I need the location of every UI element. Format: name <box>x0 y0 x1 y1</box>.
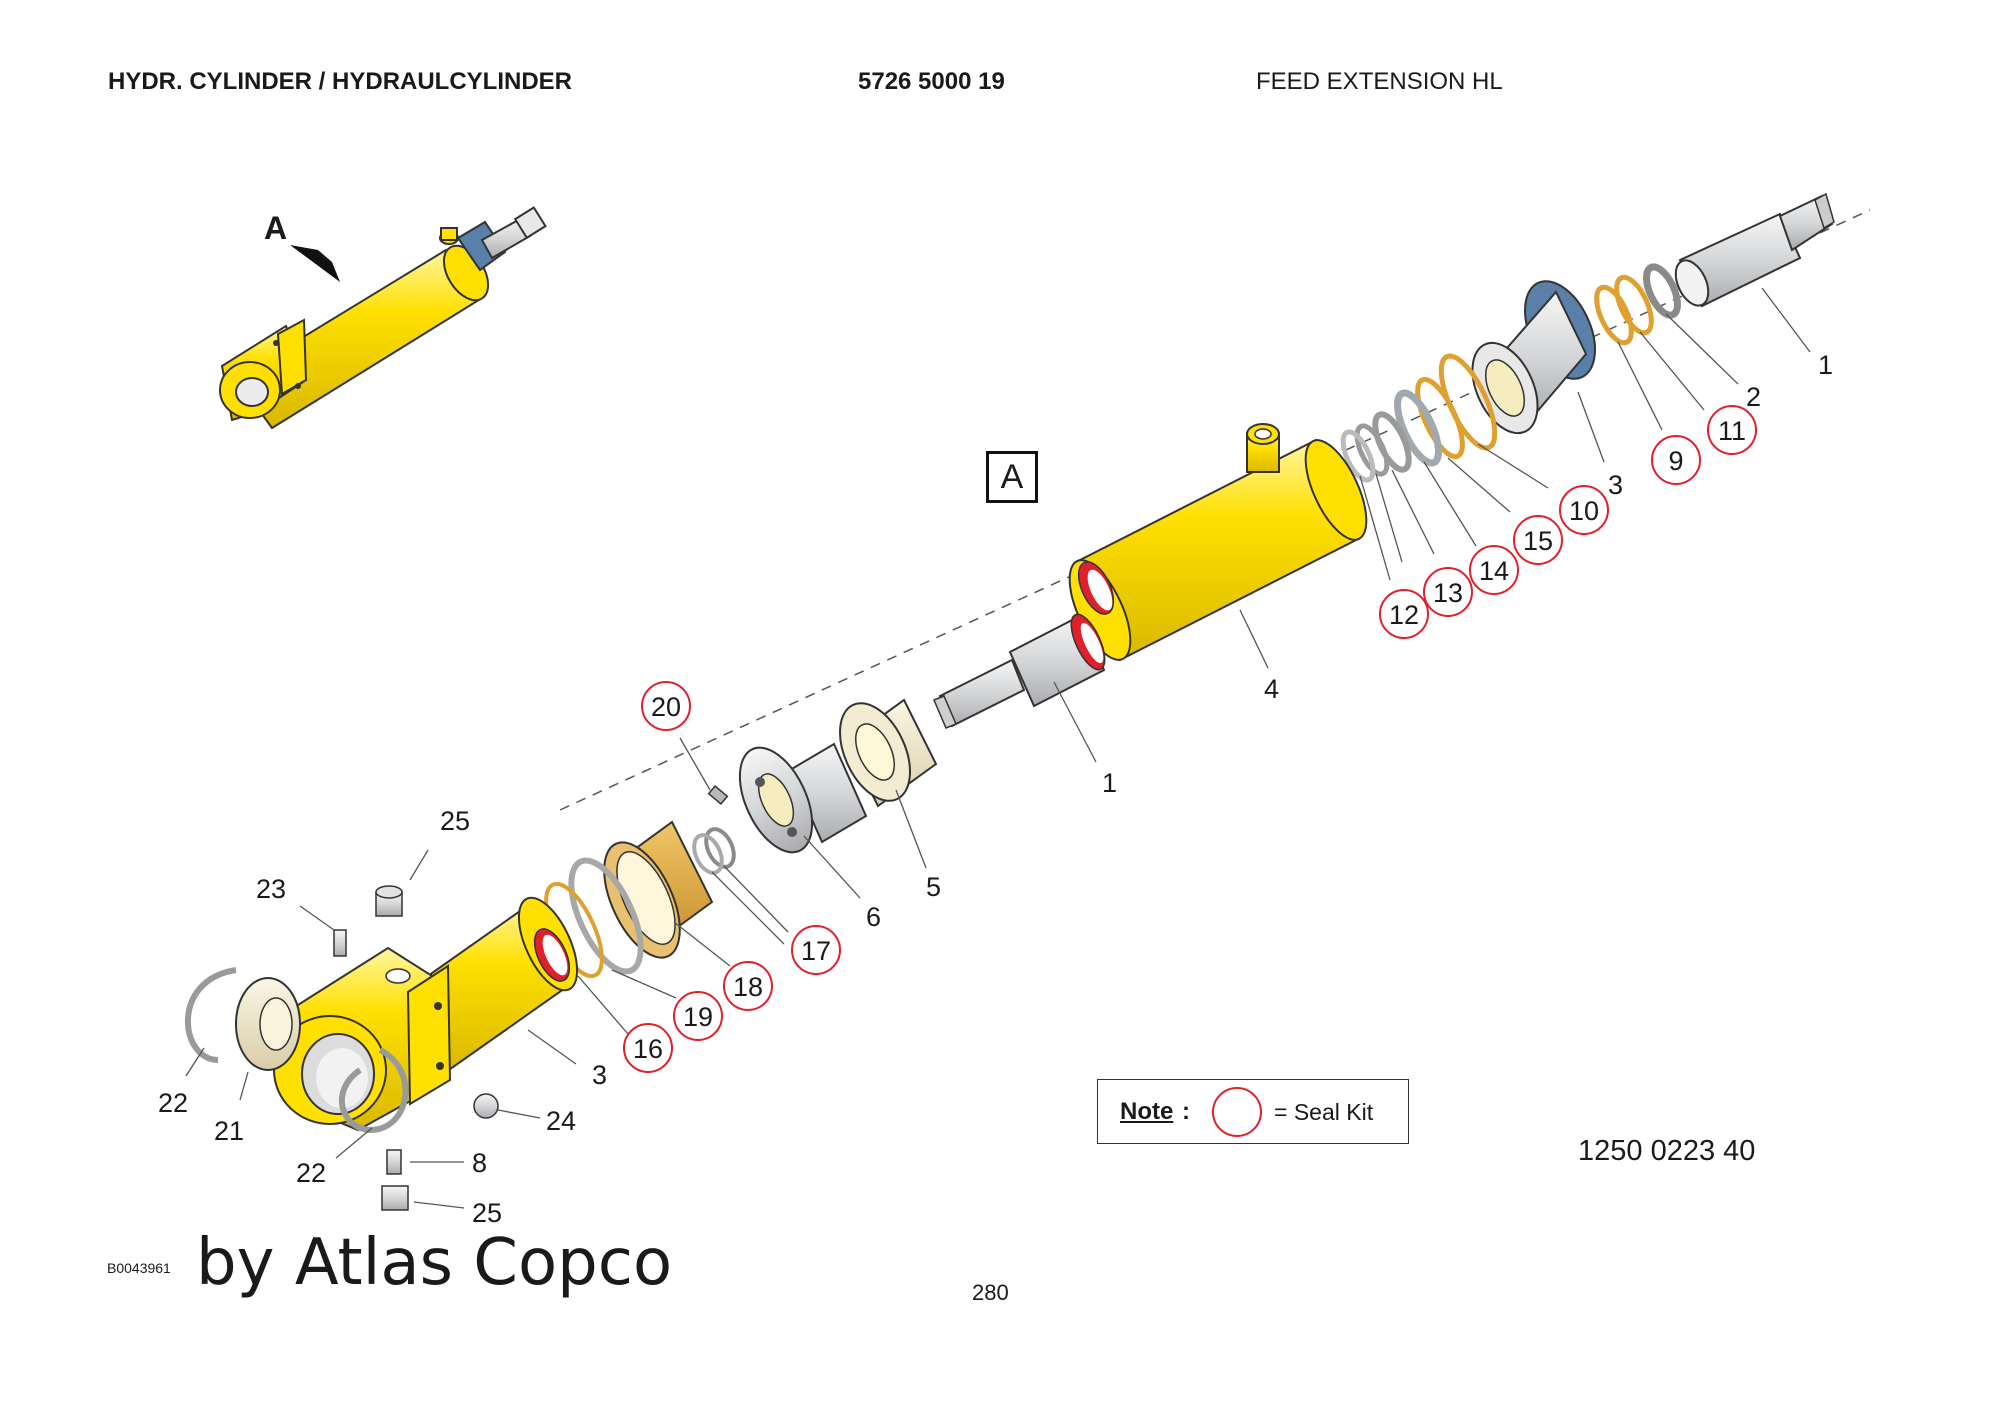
part-25-plug-top-face <box>375 885 403 899</box>
seal-callout-19: 19 <box>673 991 723 1041</box>
piston-rod-upper <box>1674 192 1835 308</box>
part-5-bushing <box>839 698 938 808</box>
part-number: 5726 5000 19 <box>858 68 1005 95</box>
brand-watermark: by Atlas Copco <box>196 1226 673 1300</box>
svg-text:9: 9 <box>1668 446 1683 476</box>
callout-1-upper: 1 <box>1818 350 1833 380</box>
seal-12-ring-a <box>1354 423 1390 477</box>
seal-callout-17: 17 <box>791 925 841 975</box>
callout-22-left: 22 <box>158 1088 188 1118</box>
part-22-circlip-left <box>185 967 237 1063</box>
cylinder-end-lower <box>273 896 579 1132</box>
piston-rod-lower <box>933 613 1106 729</box>
part-2-ring <box>1643 263 1681 319</box>
svg-text:14: 14 <box>1479 556 1509 586</box>
cylinder-tube <box>1068 423 1368 662</box>
note-colon: : <box>1182 1098 1190 1125</box>
seal-callout-9: 9 <box>1651 435 1701 485</box>
seal-14-grey <box>1394 389 1442 467</box>
svg-text:12: 12 <box>1389 600 1419 630</box>
svg-text:13: 13 <box>1433 578 1463 608</box>
view-arrow-label: A <box>264 210 288 246</box>
part-20-pin <box>707 784 729 806</box>
part-6-piston <box>738 742 868 854</box>
bottom-code: B0043961 <box>107 1260 171 1276</box>
svg-text:10: 10 <box>1569 496 1599 526</box>
view-marker-box: A <box>986 451 1038 503</box>
seal-callout-18: 18 <box>723 961 773 1011</box>
overview-cylinder <box>219 206 547 430</box>
document-title: HYDR. CYLINDER / HYDRAULCYLINDER <box>108 68 573 95</box>
callout-22-bottom: 22 <box>296 1158 326 1188</box>
seal-callout-13: 13 <box>1423 567 1473 617</box>
svg-text:18: 18 <box>733 972 763 1002</box>
callout-3-upper: 3 <box>1608 470 1623 500</box>
callout-4: 4 <box>1264 674 1279 704</box>
seal-9-orange <box>1594 284 1634 346</box>
callout-8: 8 <box>472 1148 487 1178</box>
note-text: = Seal Kit <box>1274 1099 1374 1125</box>
part-21-bearing <box>235 977 301 1071</box>
part-17-ring-a <box>704 827 736 869</box>
leader-lines <box>185 287 1811 1209</box>
seal-callout-10: 10 <box>1559 485 1609 535</box>
callout-1-lower: 1 <box>1102 768 1117 798</box>
callout-3-lower: 3 <box>592 1060 607 1090</box>
document-subtitle: FEED EXTENSION HL <box>1256 68 1503 95</box>
part-24-plug <box>473 1093 499 1119</box>
seal-callout-12: 12 <box>1379 589 1429 639</box>
seal-callout-16: 16 <box>623 1023 673 1073</box>
part-19-ring <box>568 857 644 975</box>
callout-24: 24 <box>546 1106 576 1136</box>
part-23-grease-nipple <box>333 929 347 957</box>
seal-callout-11: 11 <box>1707 405 1757 455</box>
note-label: Note <box>1120 1098 1174 1125</box>
seal-callout-20: 20 <box>641 681 691 731</box>
svg-text:17: 17 <box>801 936 831 966</box>
view-direction-arrow <box>290 245 340 282</box>
svg-text:19: 19 <box>683 1002 713 1032</box>
callout-5: 5 <box>926 872 941 902</box>
callout-25-top: 25 <box>440 806 470 836</box>
part-25-plug-bottom <box>381 1185 409 1211</box>
seal-kit-symbol <box>1212 1087 1262 1137</box>
callout-25-bottom: 25 <box>472 1198 502 1228</box>
svg-text:11: 11 <box>1718 416 1746 446</box>
callout-21: 21 <box>214 1116 244 1146</box>
cylinder-head-upper <box>1471 280 1596 435</box>
seal-11-orange <box>1614 274 1654 336</box>
svg-text:20: 20 <box>651 692 681 722</box>
part-17-ring-b <box>692 833 724 875</box>
svg-text:15: 15 <box>1523 526 1553 556</box>
seal-callout-14: 14 <box>1469 545 1519 595</box>
callout-23: 23 <box>256 874 286 904</box>
seal-kit-note: Note : = Seal Kit <box>1097 1079 1409 1144</box>
part-18-guide-band <box>603 820 714 959</box>
part-8-nipple <box>386 1149 402 1175</box>
svg-text:16: 16 <box>633 1034 663 1064</box>
document-number: 1250 0223 40 <box>1578 1135 1756 1167</box>
seal-12-ring-b <box>1340 429 1376 483</box>
page-number: 280 <box>972 1280 1009 1305</box>
seal-15-orange <box>1415 376 1465 460</box>
callout-2: 2 <box>1746 382 1761 412</box>
seal-callout-15: 15 <box>1513 515 1563 565</box>
callout-6: 6 <box>866 902 881 932</box>
